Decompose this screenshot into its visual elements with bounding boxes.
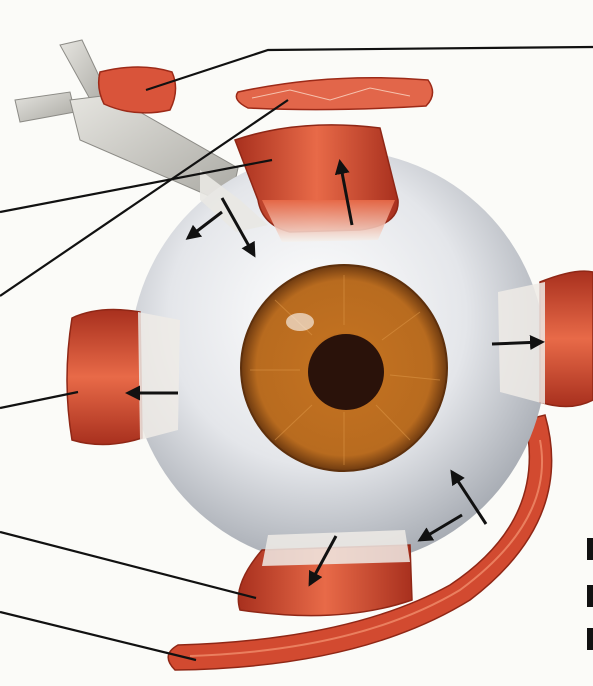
lateral-rectus-muscle (498, 271, 593, 406)
leader-line-inferior-rectus (0, 532, 256, 598)
levator-muscle-stump (99, 67, 176, 113)
arrow-lateral-rectus-abduction (492, 342, 542, 344)
iris-highlight (286, 313, 314, 331)
pupil (308, 334, 384, 410)
leader-line-inferior-oblique (0, 612, 196, 660)
medial-rectus-muscle (67, 310, 180, 445)
levator-palpebrae-strip (236, 78, 432, 110)
leader-line-medial-rectus (0, 392, 78, 408)
cropped-label-fragments (587, 538, 593, 650)
